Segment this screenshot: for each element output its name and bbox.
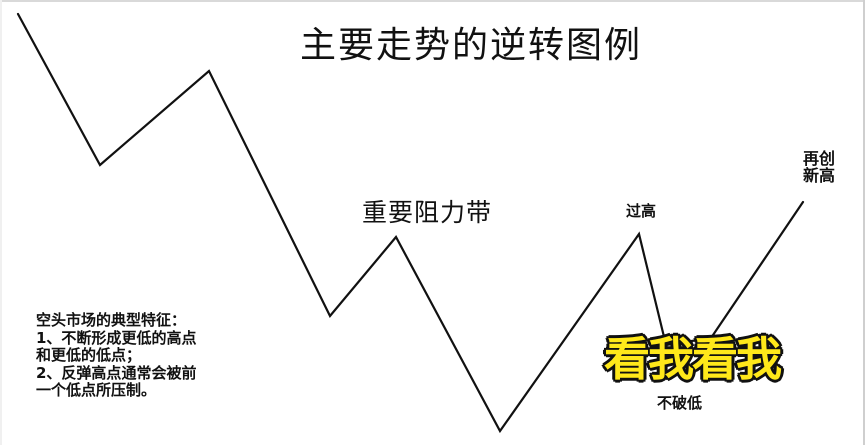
look-at-me-sticker: 看我看我 xyxy=(603,332,784,386)
notes-line-4: 一个低点所压制。 xyxy=(36,381,157,399)
notes-line-3: 2、反弹高点通常会被前 xyxy=(36,363,197,382)
frame-border-left xyxy=(0,0,2,445)
price-path-line xyxy=(16,12,805,434)
bear-market-notes: 空头市场的典型特征： 1、不断形成更低的高点 和更低的低点； 2、反弹高点通常会… xyxy=(36,311,197,400)
diagram-title: 主要走势的逆转图例 xyxy=(300,25,643,66)
notes-line-2: 和更低的低点； xyxy=(36,346,142,364)
notes-heading: 空头市场的典型特征： xyxy=(36,311,187,329)
notes-line-1: 1、不断形成更低的高点 xyxy=(36,328,197,347)
no-break-low-label: 不破低 xyxy=(657,394,703,412)
new-high-label-line1: 再创 xyxy=(803,149,836,168)
new-high-label-line2: 新高 xyxy=(803,166,836,185)
new-high-label: 再创 新高 xyxy=(803,150,851,184)
frame-border-right xyxy=(863,0,865,445)
frame-border-top xyxy=(0,0,865,2)
over-high-label: 过高 xyxy=(626,202,657,220)
resistance-zone-label: 重要阻力带 xyxy=(362,198,493,227)
